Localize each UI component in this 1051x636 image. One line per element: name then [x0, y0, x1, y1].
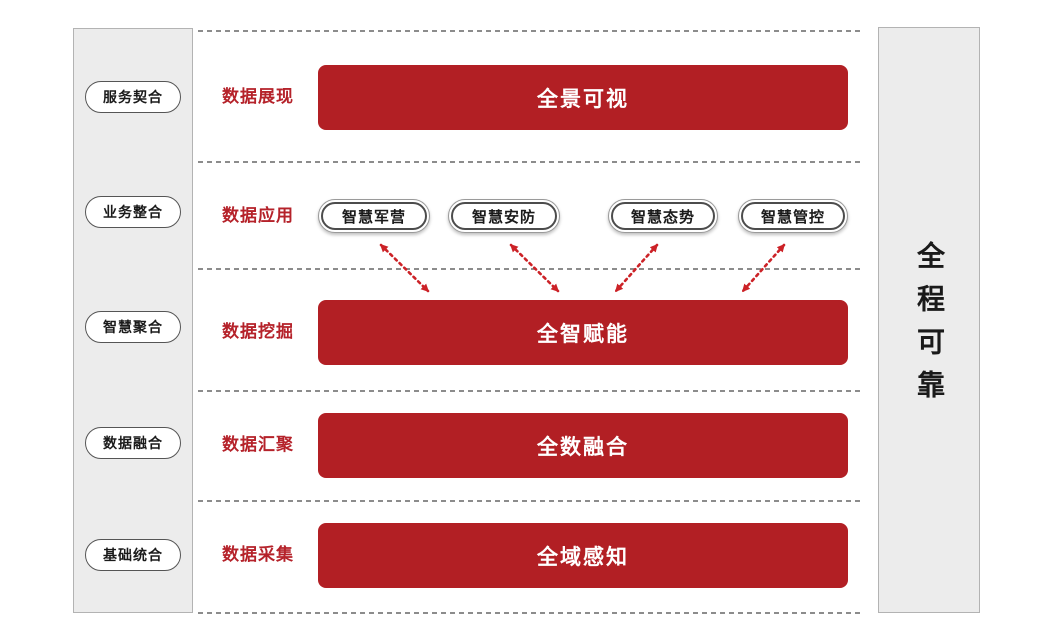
- left-pill-business-merge: 业务整合: [85, 196, 181, 228]
- app-pill-smart-camp: 智慧军营: [318, 199, 430, 233]
- right-panel-label: 全程可靠: [914, 241, 945, 413]
- dashed-separator: [198, 612, 862, 614]
- row-label-data-aggregation: 数据汇聚: [222, 435, 294, 454]
- app-pill-label: 智慧态势: [611, 202, 715, 230]
- left-pill-service-fit: 服务契合: [85, 81, 181, 113]
- right-panel: 全程可靠: [878, 27, 980, 613]
- app-pill-smart-situation: 智慧态势: [608, 199, 718, 233]
- app-pill-label: 智慧管控: [741, 202, 845, 230]
- app-pill-smart-control: 智慧管控: [738, 199, 848, 233]
- left-pill-data-fusion: 数据融合: [85, 427, 181, 459]
- row-label-data-application: 数据应用: [222, 206, 294, 225]
- dashed-separator: [198, 161, 862, 163]
- app-pill-label: 智慧安防: [451, 202, 557, 230]
- bar-full-data-fusion: 全数融合: [318, 413, 848, 478]
- bar-full-domain-sensing: 全域感知: [318, 523, 848, 588]
- left-pill-wisdom-merge: 智慧聚合: [85, 311, 181, 343]
- bar-full-intelligence: 全智赋能: [318, 300, 848, 365]
- dashed-separator: [198, 500, 862, 502]
- dashed-separator: [198, 390, 862, 392]
- bar-panoramic-visibility: 全景可视: [318, 65, 848, 130]
- dashed-separator: [198, 268, 862, 270]
- row-label-data-collection: 数据采集: [222, 545, 294, 564]
- app-pill-smart-security: 智慧安防: [448, 199, 560, 233]
- app-pill-label: 智慧军营: [321, 202, 427, 230]
- left-pill-base-unify: 基础统合: [85, 539, 181, 571]
- row-label-data-mining: 数据挖掘: [222, 322, 294, 341]
- row-label-data-display: 数据展现: [222, 87, 294, 106]
- dashed-separator: [198, 30, 862, 32]
